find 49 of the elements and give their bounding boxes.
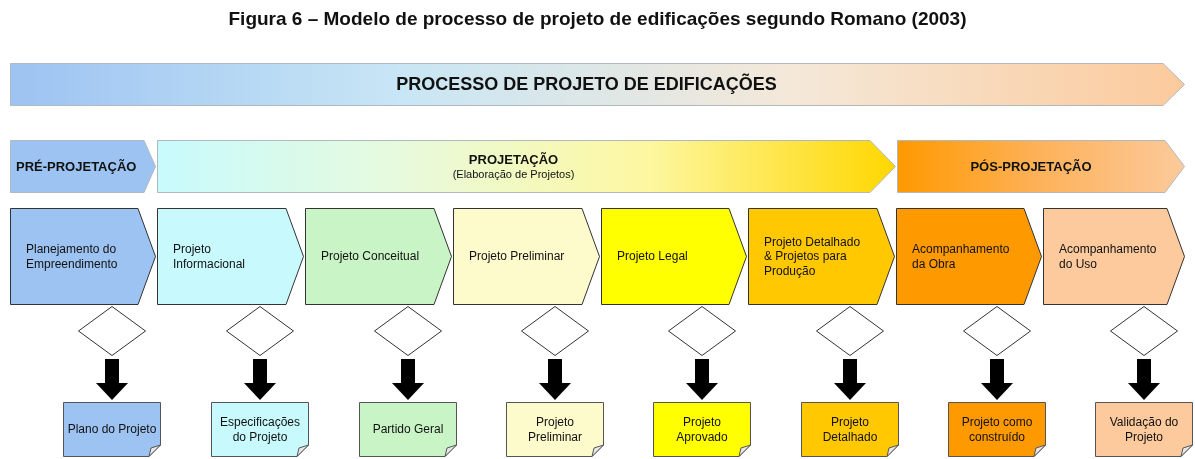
phase-step: [601, 208, 747, 305]
arrow: [539, 359, 571, 400]
document-note: [211, 402, 309, 457]
stage-label: PÓS-PROJETAÇÃO: [970, 158, 1092, 175]
figure-title: Figura 6 – Modelo de processo de projeto de edificações segundo Romano (2003): [228, 8, 967, 29]
stage-label: PRÉ-PROJETAÇÃO: [16, 158, 137, 175]
arrow: [244, 359, 276, 400]
process-banner: [10, 63, 1185, 106]
document-note: [506, 402, 604, 457]
arrow: [1128, 359, 1160, 400]
document-label: Projeto como construído: [960, 415, 1034, 444]
document-label: Partido Geral: [372, 422, 444, 437]
document-note: [1095, 402, 1193, 457]
phase-label: Planejamento do Empreendimento: [26, 242, 119, 271]
document-label: Projeto Detalhado: [821, 415, 879, 444]
phase-step: [305, 208, 452, 305]
document-note: [653, 402, 751, 457]
document-label: Plano do Projeto: [67, 422, 157, 437]
phase-label: Projeto Legal: [617, 249, 688, 264]
phase-label: Acompanhamento da Obra: [912, 242, 1011, 271]
stage-label: PROCESSO DE PROJETO DE EDIFICAÇÕES: [396, 73, 777, 96]
arrow: [981, 359, 1013, 400]
phase-step: [896, 208, 1042, 305]
phase-step: [157, 208, 304, 305]
phase-step: [748, 208, 895, 305]
stage-label: PROJETAÇÃO: [468, 152, 559, 168]
stage-subtitle: (Elaboração de Projetos): [452, 167, 575, 181]
phase-label: Projeto Detalhado & Projetos para Produção: [764, 234, 862, 279]
phase-label: Projeto Conceitual: [321, 249, 420, 264]
arrow: [686, 359, 718, 400]
document-note: [801, 402, 899, 457]
phase-step: [453, 208, 600, 305]
phase-label: Acompanhamento do Uso: [1059, 242, 1158, 271]
arrow: [96, 359, 128, 400]
phase-step: [1043, 208, 1185, 305]
phase-step: [10, 208, 156, 305]
document-note: [63, 402, 161, 457]
arrow: [834, 359, 866, 400]
stage-band: [10, 140, 156, 193]
document-note: [948, 402, 1046, 457]
stage-band: [897, 140, 1185, 193]
arrow: [392, 359, 424, 400]
phase-label: Projeto Informacional: [173, 242, 247, 271]
document-label: Projeto Preliminar: [527, 415, 583, 444]
phase-label: Projeto Preliminar: [469, 249, 565, 264]
document-label: Validação do Projeto: [1108, 415, 1180, 444]
document-label: Projeto Aprovado: [675, 415, 729, 444]
document-label: Especificações do Projeto: [218, 415, 301, 444]
document-note: [359, 402, 457, 457]
